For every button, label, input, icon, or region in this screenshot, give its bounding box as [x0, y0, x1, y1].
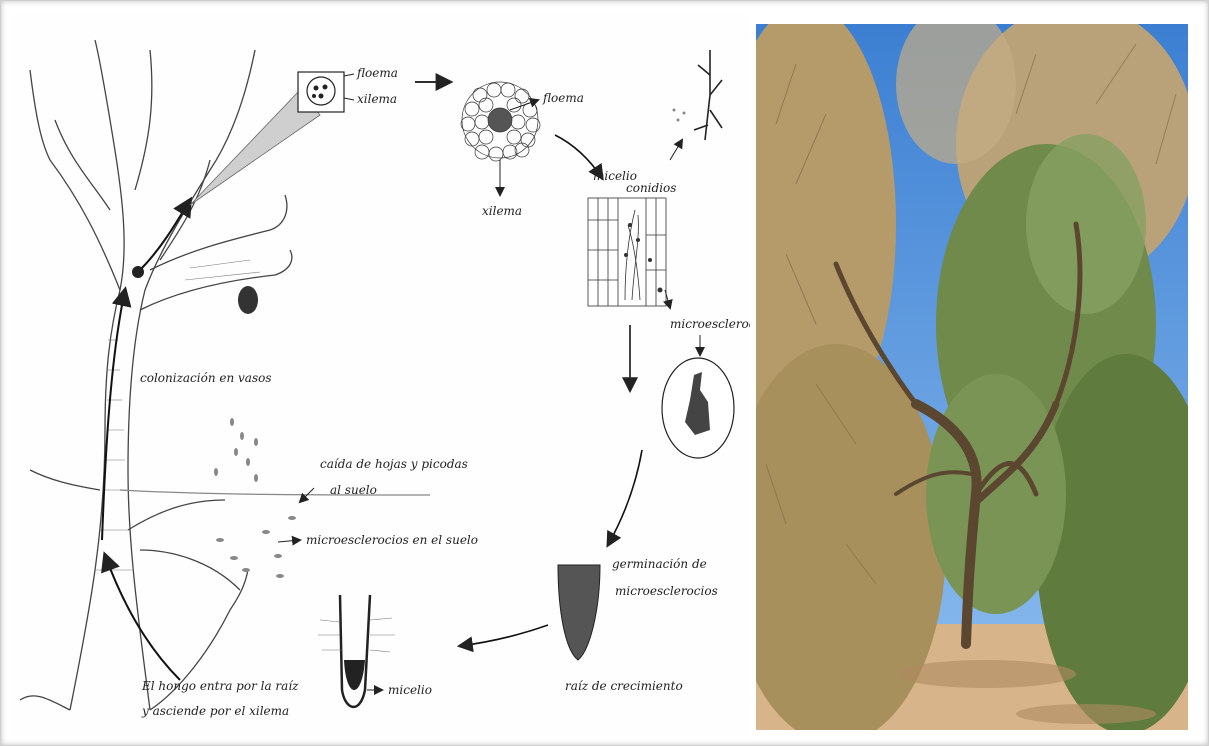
vessel-longitudinal [588, 198, 666, 306]
stem-section-marker [132, 266, 144, 278]
falling-leaves [214, 418, 296, 578]
olive-tree-photo [756, 24, 1188, 730]
label-colonizacion: colonización en vasos [140, 371, 272, 385]
label-xilema-top: xilema [357, 92, 397, 106]
branch-cut-marker [238, 286, 258, 314]
label-caida-1: caída de hojas y picodas [320, 457, 468, 471]
tree-shading [95, 260, 260, 570]
root-tip-infection [318, 595, 395, 707]
arrow-to-germination [608, 450, 642, 545]
life-cycle-drawing: floema xilema floema xilema [10, 10, 750, 738]
label-raiz: raíz de crecimiento [565, 679, 683, 693]
life-cycle-svg: floema xilema floema xilema [10, 10, 750, 738]
label-micelio-raiz: micelio [388, 683, 432, 697]
label-micro-suelo: microesclerocios en el suelo [306, 533, 478, 547]
stem-cross-section [461, 82, 540, 161]
arrow-to-branch [140, 200, 190, 270]
label-hongo-2: y asciende por el xilema [141, 704, 289, 718]
label-conidios: conidios [626, 181, 676, 195]
arrow-root-entry [105, 555, 180, 680]
label-xilema-mid: xilema [482, 204, 522, 218]
label-caida-2: al suelo [330, 483, 377, 497]
label-hongo-1: El hongo entra por la raíz [141, 679, 299, 693]
label-floema-top: floema [356, 66, 398, 80]
label-germ-1: germinación de [612, 557, 707, 571]
conidiophore-sketch [694, 50, 722, 140]
section-circle [307, 77, 335, 105]
label-germ-2: microesclerocios [615, 584, 718, 598]
olive-photo-svg [756, 24, 1188, 730]
label-floema-mid: floema [542, 91, 584, 105]
arrow-to-root-tip [460, 625, 548, 646]
label-microesclerocio: microesclerocio [670, 317, 750, 331]
germinating-microsclerotia [558, 565, 600, 660]
